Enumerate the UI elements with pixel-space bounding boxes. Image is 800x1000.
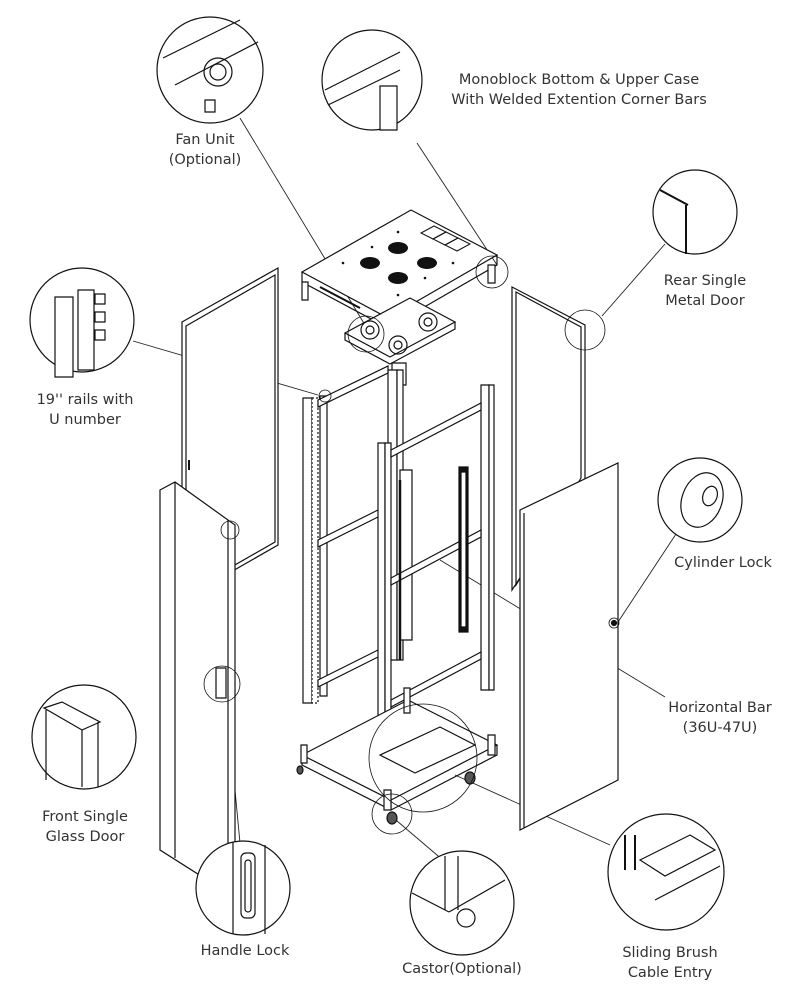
label-fan-unit: Fan Unit (Optional): [150, 130, 260, 170]
label-castor: Castor(Optional): [392, 959, 532, 979]
detail-monoblock: [321, 29, 423, 131]
label-monoblock-line2: With Welded Extention Corner Bars: [451, 92, 707, 108]
detail-cylinder-lock: [657, 457, 743, 543]
front-glass-door: [160, 482, 235, 888]
label-monoblock: Monoblock Bottom & Upper Case With Welde…: [434, 70, 724, 110]
marker-handle: [203, 665, 241, 703]
marker-castor: [371, 793, 413, 835]
marker-fan-plate: [347, 315, 385, 353]
label-cylinder-lock: Cylinder Lock: [663, 553, 783, 573]
detail-front-door: [31, 684, 137, 790]
cable-cutouts: [421, 226, 470, 251]
label-front-door-line2: Glass Door: [45, 829, 125, 845]
leader-rear-door: [602, 244, 665, 316]
label-fan-unit-line1: Fan Unit: [175, 132, 235, 148]
detail-rear-door: [652, 169, 738, 255]
label-rear-door-line1: Rear Single: [663, 273, 747, 289]
marker-monoblock-corner: [475, 255, 509, 289]
right-side-panel: [520, 463, 618, 830]
label-front-door: Front Single Glass Door: [30, 807, 140, 847]
label-front-door-line1: Front Single: [42, 809, 128, 825]
marker-rear-door-top: [564, 309, 606, 351]
label-rails-line2: U number: [49, 412, 121, 428]
detail-circles: [29, 16, 743, 956]
fan-holes: [341, 230, 455, 297]
rear-frame: [303, 366, 412, 703]
label-rear-door: Rear Single Metal Door: [650, 271, 760, 311]
label-brush-entry-line1: Sliding Brush: [622, 945, 718, 961]
leader-cylinder-lock: [618, 534, 676, 622]
marker-rails-top: [318, 389, 332, 403]
label-fan-unit-line2: (Optional): [168, 152, 242, 168]
label-castor-line1: Castor(Optional): [402, 961, 522, 977]
detail-castor: [409, 850, 515, 956]
label-rails-line1: 19'' rails with: [36, 392, 134, 408]
label-brush-entry-line2: Cable Entry: [627, 965, 713, 981]
label-rear-door-line2: Metal Door: [665, 293, 745, 309]
label-horizontal-bar-line1: Horizontal Bar: [668, 700, 772, 716]
marker-front-door-top: [220, 520, 240, 540]
detail-brush-entry: [607, 813, 725, 931]
label-rails: 19'' rails with U number: [25, 390, 145, 430]
bottom-case: [297, 688, 497, 824]
detail-handle-lock: [195, 840, 291, 936]
marker-brush-entry: [368, 703, 478, 813]
label-cylinder-lock-line1: Cylinder Lock: [674, 555, 772, 571]
leader-castor: [390, 815, 444, 861]
front-frame: [378, 385, 494, 743]
detail-fan-unit: [156, 16, 264, 124]
label-horizontal-bar-line2: (36U-47U): [682, 720, 758, 736]
label-brush-entry: Sliding Brush Cable Entry: [610, 943, 730, 983]
detail-rails: [29, 267, 135, 377]
label-handle-lock: Handle Lock: [190, 941, 300, 961]
leader-monoblock: [417, 143, 497, 265]
label-horizontal-bar: Horizontal Bar (36U-47U): [655, 698, 785, 738]
marker-cylinder-lock: [608, 617, 620, 629]
label-monoblock-line1: Monoblock Bottom & Upper Case: [458, 72, 700, 88]
label-handle-lock-line1: Handle Lock: [200, 943, 290, 959]
